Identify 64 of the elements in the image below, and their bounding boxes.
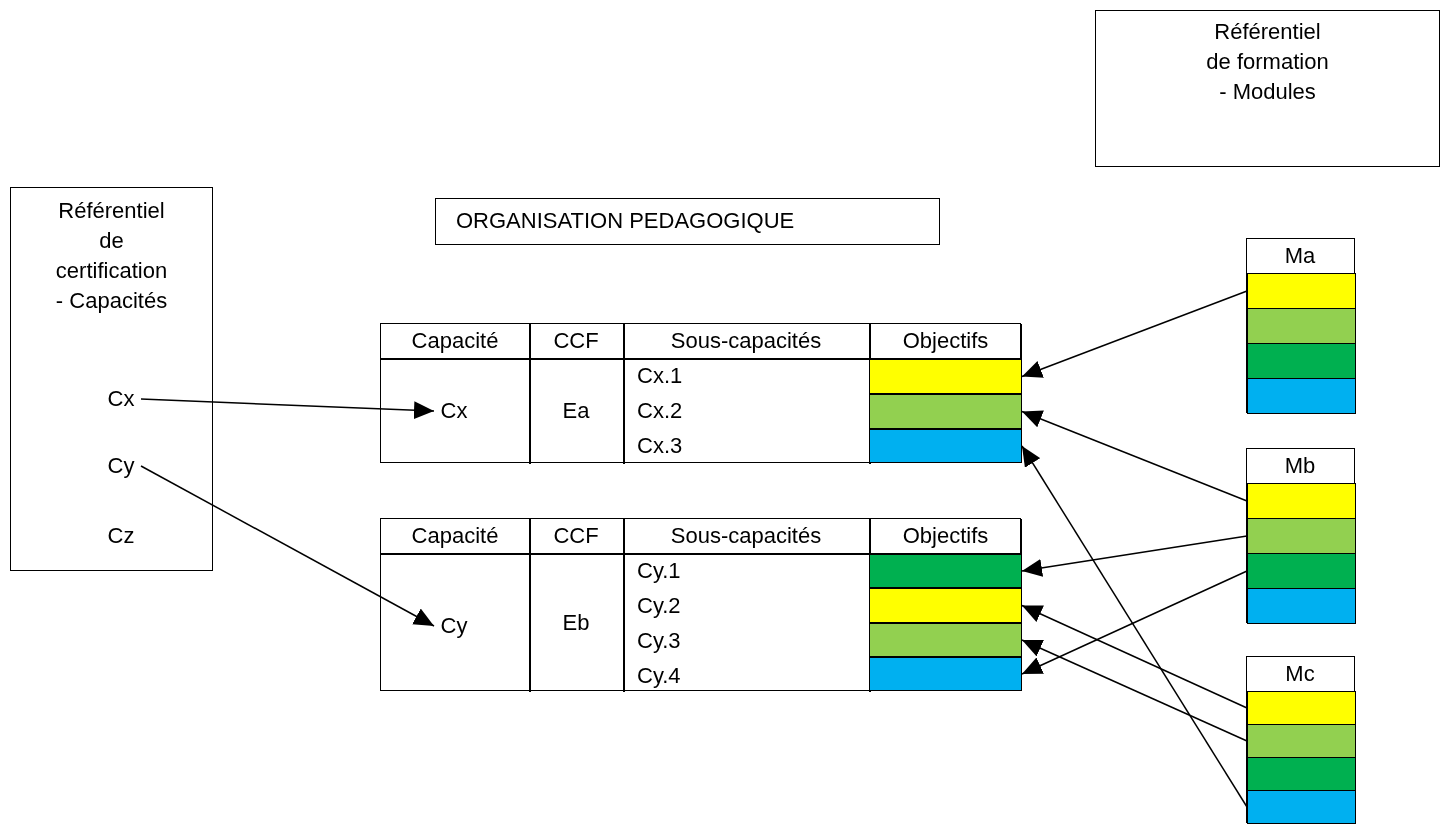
title-box (435, 198, 940, 245)
capacity-table (380, 518, 1021, 691)
module-cell (1247, 483, 1356, 519)
reference-box (10, 187, 213, 571)
exam-code: Ea (561, 397, 591, 425)
box-label: ORGANISATION PEDAGOGIQUE (456, 207, 795, 235)
objective-cell (869, 623, 1022, 657)
column-header: Sous-capacités (669, 522, 823, 550)
module-cell (1247, 553, 1356, 589)
capacity-code: Cy (434, 611, 474, 641)
capacity-code: Cz (101, 521, 141, 551)
objective-cell (869, 429, 1022, 463)
sub-capacity-code: Cx.2 (637, 397, 684, 425)
module-cell (1247, 273, 1356, 309)
module-cell (1247, 588, 1356, 624)
column-header: Capacité (410, 522, 500, 550)
sub-capacity-code: Cy.2 (637, 592, 682, 620)
module-box (1246, 238, 1355, 413)
arrow (1021, 535, 1248, 577)
capacity-table (380, 323, 1021, 463)
column-header: Capacité (410, 327, 500, 355)
column-header: Objectifs (901, 522, 990, 550)
objective-cell (869, 588, 1022, 623)
capacity-code: Cy (101, 451, 141, 481)
objective-cell (869, 394, 1022, 429)
column-header: CCF (552, 522, 600, 550)
arrow (1021, 604, 1248, 709)
capacity-code: Cx (434, 396, 474, 426)
arrow (1021, 290, 1248, 378)
arrow (1021, 639, 1248, 742)
sub-capacity-code: Cy.3 (637, 627, 682, 655)
module-cell (1247, 790, 1356, 824)
module-cell (1247, 308, 1356, 344)
column-header: CCF (552, 327, 600, 355)
module-cell (1247, 691, 1356, 725)
module-cell (1247, 343, 1356, 379)
arrow (140, 398, 435, 420)
column-header: Objectifs (901, 327, 990, 355)
module-cell (1247, 757, 1356, 791)
sub-capacity-code: Cx.3 (637, 432, 684, 460)
module-name: Ma (1283, 242, 1317, 270)
module-box (1246, 656, 1355, 823)
capacity-code: Cx (101, 384, 141, 414)
exam-code: Eb (561, 608, 591, 637)
arrow (1021, 570, 1248, 675)
reference-box (1095, 10, 1440, 167)
module-box (1246, 448, 1355, 623)
column-header: Sous-capacités (669, 327, 823, 355)
sub-capacity-code: Cy.1 (637, 557, 682, 585)
sub-capacity-code: Cy.4 (637, 662, 682, 690)
objective-cell (869, 554, 1022, 588)
module-cell (1247, 724, 1356, 758)
module-name: Mc (1284, 660, 1316, 688)
objective-cell (869, 359, 1022, 394)
objective-cell (869, 657, 1022, 691)
box-heading: Référentiel de certification - Capacités (55, 197, 168, 315)
module-name: Mb (1283, 452, 1317, 480)
sub-capacity-code: Cx.1 (637, 362, 684, 390)
arrow (1021, 445, 1248, 808)
arrow (140, 465, 435, 627)
box-heading: Référentiel de formation - Modules (1206, 18, 1329, 106)
arrow (1021, 410, 1248, 502)
module-cell (1247, 378, 1356, 414)
module-cell (1247, 518, 1356, 554)
